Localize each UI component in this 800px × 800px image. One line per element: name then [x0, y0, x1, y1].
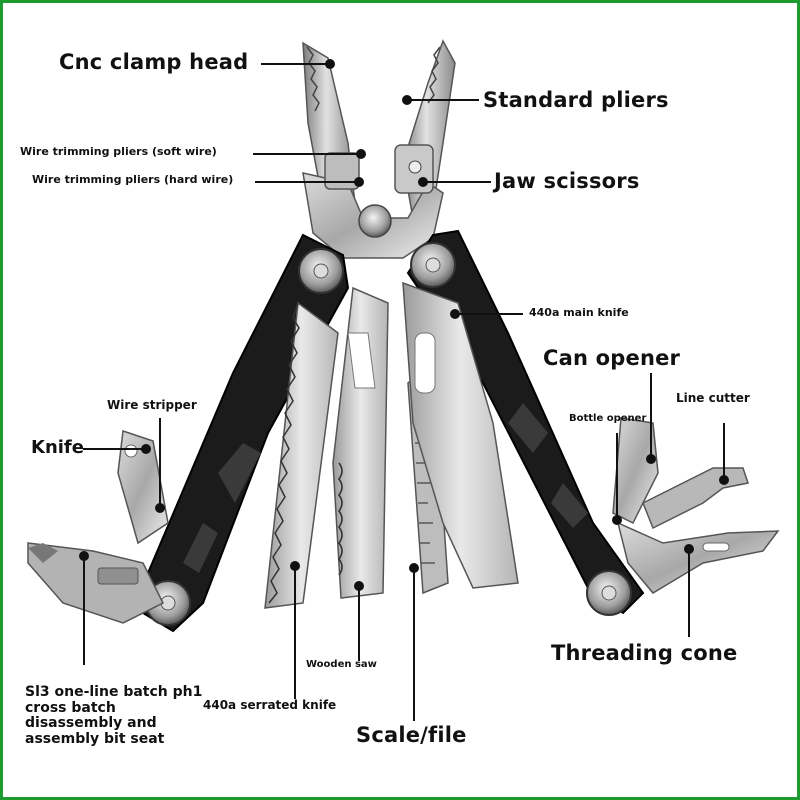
right-side-tools [612, 417, 780, 594]
plier-jaws [302, 39, 456, 259]
label-wire-stripper: Wire stripper [107, 398, 197, 412]
label-bit-seat: Sl3 one-line batch ph1 cross batch disas… [25, 684, 203, 748]
leader-lines [79, 59, 729, 721]
label-threading-cone: Threading cone [551, 641, 738, 665]
main-knife-blade [402, 281, 519, 589]
label-line-cutter: Line cutter [676, 391, 750, 405]
label-knife: Knife [31, 437, 84, 458]
label-wooden-saw: Wooden saw [306, 659, 377, 670]
label-can-opener: Can opener [543, 346, 681, 370]
serrated-knife [332, 286, 389, 599]
label-wire-trimming-soft: Wire trimming pliers (soft wire) [20, 145, 217, 158]
multitool-photo [27, 39, 780, 721]
label-scale-file: Scale/file [356, 723, 467, 747]
label-cnc-clamp-head: Cnc clamp head [59, 50, 249, 74]
label-bottle-opener: Bottle opener [569, 413, 647, 424]
label-serrated-knife: 440a serrated knife [203, 698, 337, 712]
label-main-knife: 440a main knife [529, 306, 629, 319]
label-jaw-scissors: Jaw scissors [494, 169, 640, 193]
saw-blade [264, 301, 339, 609]
label-wire-trimming-hard: Wire trimming pliers (hard wire) [32, 173, 234, 186]
label-standard-pliers: Standard pliers [483, 88, 669, 112]
left-side-tools [27, 429, 169, 624]
